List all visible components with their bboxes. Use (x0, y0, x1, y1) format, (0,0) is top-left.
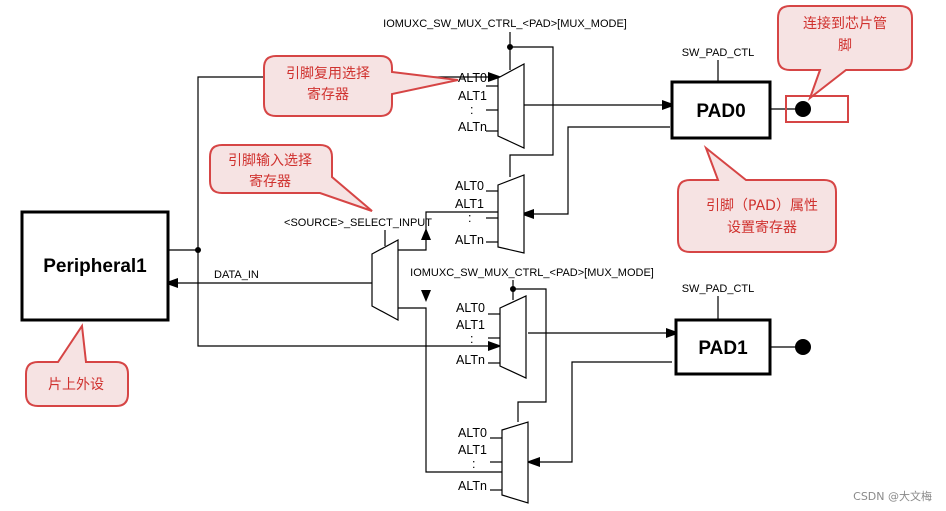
mux2-dots: : (470, 332, 473, 346)
pad1-label: PAD1 (698, 338, 748, 359)
mux-ctrl-label-1: IOMUXC_SW_MUX_CTRL_<PAD>[MUX_MODE] (410, 267, 654, 279)
callout-pad-connect-line2: 脚 (838, 38, 852, 54)
arrow-pad1-in (666, 328, 680, 338)
pad1-ctl-label: SW_PAD_CTL (682, 283, 755, 295)
callout-pad-attr-register: 引脚（PAD）属性 设置寄存器 (677, 144, 837, 253)
callout-select-register: 引脚输入选择 寄存器 (209, 144, 373, 212)
pad0-to-mux1-wire (534, 126, 670, 215)
data-in-label: DATA_IN (214, 269, 259, 281)
mux-ctrl-label-0: IOMUXC_SW_MUX_CTRL_<PAD>[MUX_MODE] (383, 18, 627, 30)
mux1 (497, 174, 525, 254)
mux0 (497, 62, 525, 149)
wires (168, 32, 800, 473)
mux3-dots: : (472, 457, 475, 471)
mux3-altn: ALTn (458, 479, 487, 493)
callout-mux-register-line1: 引脚复用选择 (286, 65, 370, 82)
callout-select-register-line1: 引脚输入选择 (228, 153, 312, 169)
arrow-peripheral-in (164, 278, 178, 288)
mux0-to-mux1-ctrl-wire (509, 46, 554, 177)
mux1-alt0: ALT0 (455, 179, 484, 193)
callout-pad-attr-register-line1: 引脚（PAD）属性 (706, 198, 818, 214)
pad0-label: PAD0 (696, 101, 745, 122)
select-input-label: <SOURCE>_SELECT_INPUT (284, 217, 432, 229)
callout-mux-register-line2: 寄存器 (307, 86, 349, 103)
mux2-to-mux3-ctrl-wire (513, 288, 547, 422)
mux0-alt0: ALT0 (458, 71, 487, 85)
arrow-mux3-in (526, 457, 540, 467)
mux3-to-select-wire (398, 307, 502, 473)
peripheral-label: Peripheral1 (43, 256, 147, 277)
select-input-mux (371, 238, 399, 322)
callout-select-register-line2: 寄存器 (249, 173, 291, 190)
pad0-box (670, 80, 772, 140)
watermark: CSDN @大文梅 (853, 489, 932, 503)
pad1-to-mux3-wire (540, 361, 672, 463)
callout-pad-attr-register-line2: 设置寄存器 (727, 219, 797, 236)
mux0-dots: : (470, 103, 473, 117)
arrowheads (164, 72, 680, 467)
callout-onchip-peripheral-text: 片上外设 (48, 377, 104, 393)
wire-to-mux2-alt0 (197, 250, 488, 347)
mux3-alt1: ALT1 (458, 443, 487, 457)
callout-mux-register: 引脚复用选择 寄存器 (263, 55, 459, 117)
arrow-mux1-in (520, 209, 534, 219)
pad1-box (674, 318, 772, 376)
pad0-pin-highlight (785, 95, 849, 123)
peripheral-box (20, 210, 170, 322)
mux1-altn: ALTn (455, 233, 484, 247)
junction-dot (195, 247, 201, 253)
mux2-alt1: ALT1 (456, 318, 485, 332)
mux1-dots: : (468, 211, 471, 225)
callout-onchip-peripheral: 片上外设 (25, 323, 129, 407)
arrow-mux2-in (488, 341, 502, 351)
arrow-select-down (421, 290, 431, 302)
mux0-alt1: ALT1 (458, 89, 487, 103)
arrow-mux0-in (488, 72, 502, 82)
mux3-alt0: ALT0 (458, 426, 487, 440)
mux3 (501, 421, 529, 504)
pad0-ctl-label: SW_PAD_CTL (682, 47, 755, 59)
pad1-pin (795, 339, 811, 355)
mux1-alt1: ALT1 (455, 197, 484, 211)
mux2 (499, 295, 527, 379)
mux0-altn: ALTn (458, 120, 487, 134)
pad0-pin (795, 101, 811, 117)
callout-pad-connect: 连接到芯片管 脚 (777, 5, 913, 101)
callout-pad-connect-line1: 连接到芯片管 (803, 15, 887, 32)
arrow-select-up (421, 228, 431, 240)
mux-input-stubs (486, 85, 502, 491)
mux2-altn: ALTn (456, 353, 485, 367)
mux2-alt0: ALT0 (456, 301, 485, 315)
arrow-pad0-in (662, 100, 676, 110)
